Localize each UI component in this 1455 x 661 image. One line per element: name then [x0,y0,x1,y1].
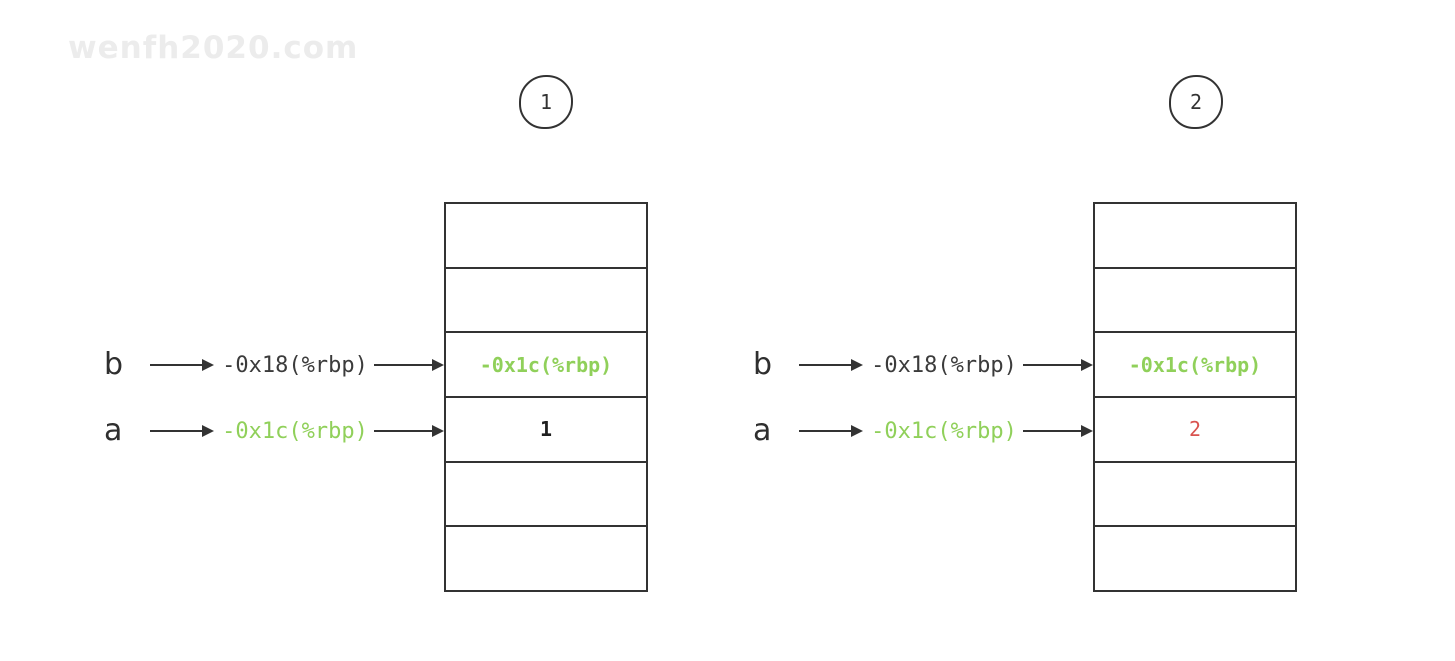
panel1-address-a: -0x1c(%rbp) [222,418,368,444]
step-1-number: 1 [539,90,553,114]
memory-cell: -0x1c(%rbp) [1095,333,1295,399]
memory-cell [446,204,646,269]
arrow-right-icon [374,425,444,437]
panel2-var-label-a: a [753,413,772,448]
panel1-pointer-row-a: a -0x1c(%rbp) [100,412,444,450]
memory-cell: 1 [446,398,646,463]
step-2-number: 2 [1189,90,1203,114]
memory-cell [446,463,646,528]
memory-cell [1095,204,1295,269]
arrow-right-icon [799,359,863,371]
memory-cell: 2 [1095,398,1295,463]
arrow-right-icon [1023,359,1093,371]
arrow-right-icon [799,425,863,437]
panel1-pointer-row-b: b -0x18(%rbp) [100,346,444,384]
panel2-pointer-row-a: a -0x1c(%rbp) [749,412,1093,450]
memory-cell [1095,269,1295,334]
arrow-right-icon [150,359,214,371]
memory-cell [1095,527,1295,590]
panel1-var-label-b: b [104,347,124,382]
panel2-memory-stack: -0x1c(%rbp) 2 [1093,202,1297,592]
watermark: wenfh2020.com [68,30,359,66]
arrow-right-icon [374,359,444,371]
memory-cell: -0x1c(%rbp) [446,333,646,399]
panel1-memory-stack: -0x1c(%rbp) 1 [444,202,648,592]
memory-cell [1095,463,1295,528]
arrow-right-icon [1023,425,1093,437]
step-2-circle: 2 [1169,75,1223,129]
panel1-address-b: -0x18(%rbp) [222,352,368,378]
panel2-var-label-b: b [753,347,773,382]
arrow-right-icon [150,425,214,437]
panel1-var-label-a: a [104,413,123,448]
memory-cell [446,269,646,334]
step-1-circle: 1 [519,75,573,129]
panel2-address-b: -0x18(%rbp) [871,352,1017,378]
panel2-pointer-row-b: b -0x18(%rbp) [749,346,1093,384]
memory-cell [446,527,646,590]
panel2-address-a: -0x1c(%rbp) [871,418,1017,444]
